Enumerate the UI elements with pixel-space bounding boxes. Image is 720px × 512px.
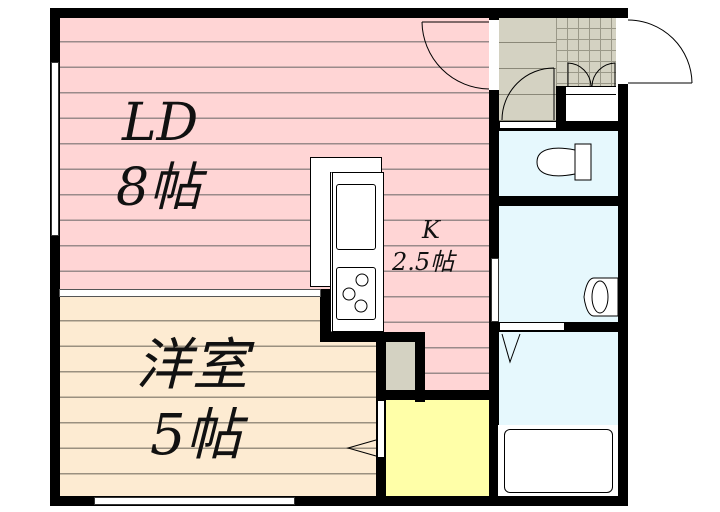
window-ld-left[interactable] [51,62,59,236]
shoe-cabinet [566,86,616,120]
room-western-size: 5帖 [150,403,242,468]
wall-bottom [50,496,628,506]
stove [336,267,376,320]
room-kitchen-size: 2.5帖 [392,248,455,276]
wall-kitchen-base [320,332,425,342]
wall-top [50,8,628,18]
wall-center-vertical [489,8,499,506]
sliding-door-kitchen-wash[interactable] [491,258,499,322]
wall-storage-top [376,390,499,400]
room-kitchen-name: K [422,216,440,244]
room-western [59,296,377,496]
washing-machine-marker-icon [501,333,521,364]
wall-toilet-wash [498,196,628,206]
wall-closet-right [415,332,425,402]
door-opening-entrance-outer[interactable] [618,18,628,84]
shoe-cabinet-line [566,94,616,95]
toilet-icon [536,143,592,181]
sliding-door-ld-western[interactable] [59,289,321,297]
room-western-name: 洋室 [136,333,248,398]
room-ld-size: 8帖 [116,158,202,218]
wall-shoe-cabinet-left [556,86,566,126]
room-ld [59,17,491,290]
room-storage [385,400,489,496]
wall-right [618,8,628,506]
wall-kitchen-step [320,289,332,335]
closet-door-marker-icon [346,439,377,457]
room-ld-name: LD [122,93,199,153]
wall-left [50,8,60,505]
stove-burners-icon [342,273,369,313]
washbasin-icon [583,277,619,317]
door-swing-entrance-ld-icon [421,21,490,90]
door-opening-wash[interactable] [499,322,565,331]
door-swing-outer-icon [627,19,693,84]
door-opening-toilet[interactable] [499,121,557,129]
door-opening-entrance-ld[interactable] [489,20,499,90]
door-swing-shoe-cabinet-icon [567,62,616,87]
door-swing-toilet-icon [501,67,555,121]
bathtub-inner [504,429,613,493]
entrance-tile-floor [556,17,616,86]
door-opening-storage[interactable] [377,400,385,458]
wall-entrance-toilet [498,121,628,131]
room-closet [385,342,415,392]
window-western-bottom[interactable] [94,497,295,505]
sink [336,184,376,250]
